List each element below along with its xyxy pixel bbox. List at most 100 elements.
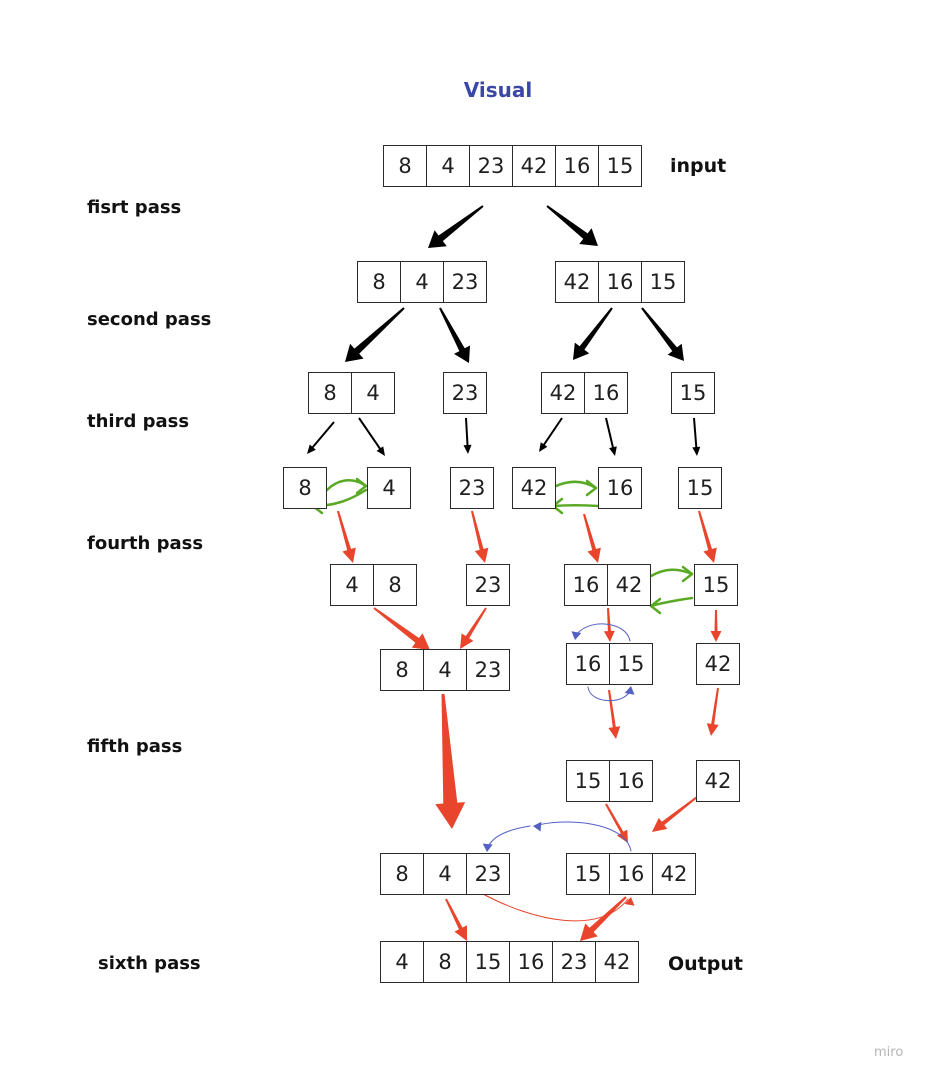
merge-curve-head: [624, 897, 635, 906]
merge-arrow: [698, 510, 717, 563]
array-cell: 4: [367, 467, 411, 509]
split-arrow: [573, 307, 613, 360]
array-cell: 15: [694, 564, 738, 606]
split-arrow: [605, 417, 615, 451]
merge-arrow: [605, 803, 628, 843]
array-cell: 4: [380, 941, 424, 983]
merge-arrow: [471, 510, 489, 563]
array-cell: 16: [509, 941, 553, 983]
array-cell: 23: [466, 853, 510, 895]
blue-swap-arrow: [534, 821, 632, 852]
array-cell: 4: [330, 564, 374, 606]
array-cell: 8: [373, 564, 417, 606]
array-cell: 4: [423, 649, 467, 691]
array-cell: 16: [609, 853, 653, 895]
split-arrow: [465, 417, 469, 449]
array-cell: 23: [443, 372, 487, 414]
output-label: Output: [668, 953, 743, 975]
merge-arrow: [435, 693, 466, 829]
array-cell: 15: [641, 261, 685, 303]
split-arrow-head: [539, 442, 548, 452]
split-arrow: [546, 205, 598, 246]
array-cell: 23: [443, 261, 487, 303]
pass-label-2: second pass: [87, 309, 212, 330]
blue-swap-head: [533, 821, 542, 832]
split-arrow: [541, 417, 563, 449]
array-cell: 15: [671, 372, 715, 414]
pass4-array-15: 15: [694, 564, 738, 606]
merge-arrow: [337, 510, 356, 563]
merge-arrow: [706, 687, 719, 736]
array-cell: 8: [308, 372, 352, 414]
split-arrow-head: [463, 444, 472, 454]
split-arrow: [641, 307, 684, 361]
array-cell: 42: [652, 853, 696, 895]
array-cell: 23: [469, 145, 513, 187]
blue-swap-head: [482, 843, 493, 852]
array-cell: 42: [555, 261, 599, 303]
array-cell: 23: [552, 941, 596, 983]
pass3-box-15: 15: [678, 467, 722, 509]
pass3-box-42: 42: [512, 467, 556, 509]
pass3-box-8: 8: [283, 467, 327, 509]
pass4-array-23: 23: [466, 564, 510, 606]
array-cell: 8: [283, 467, 327, 509]
array-cell: 16: [609, 760, 653, 802]
array-cell: 42: [696, 760, 740, 802]
split-arrow-head: [692, 446, 701, 456]
array-cell: 15: [598, 145, 642, 187]
array-cell: 23: [466, 649, 510, 691]
blue-swap-arrow: [574, 623, 631, 642]
array-cell: 42: [512, 467, 556, 509]
merge-arrow: [580, 896, 627, 941]
array-cell: 8: [357, 261, 401, 303]
pass2-array-b: 23: [443, 372, 487, 414]
pass-label-4: fourth pass: [87, 533, 204, 554]
merge-curve: [480, 892, 629, 922]
array-cell: 42: [696, 643, 740, 685]
array-cell: 15: [609, 643, 653, 685]
merge-arrow: [710, 610, 722, 642]
pass-label-6: sixth pass: [98, 953, 201, 974]
swap-arrow-head: [585, 479, 598, 497]
split-arrow: [693, 417, 698, 451]
array-cell: 15: [678, 467, 722, 509]
array-cell: 15: [566, 853, 610, 895]
array-cell: 15: [566, 760, 610, 802]
array-cell: 8: [380, 649, 424, 691]
merge-arrow: [652, 796, 698, 832]
array-cell: 16: [566, 643, 610, 685]
array-cell: 4: [426, 145, 470, 187]
merge-arrow: [608, 689, 621, 739]
merge-arrow: [460, 607, 487, 649]
array-cell: 4: [400, 261, 444, 303]
swap-arrow: [649, 596, 694, 608]
pass5-array-42: 42: [696, 760, 740, 802]
swap-arrow-head: [649, 597, 662, 615]
array-cell: 23: [450, 467, 494, 509]
split-arrow: [358, 417, 383, 453]
swap-arrow: [551, 504, 600, 508]
array-cell: 42: [595, 941, 639, 983]
array-cell: 4: [351, 372, 395, 414]
array-cell: 16: [555, 145, 599, 187]
miro-watermark: miro: [874, 1045, 904, 1060]
pass-label-1: fisrt pass: [87, 197, 182, 218]
blue-swap-head: [624, 686, 635, 695]
array-cell: 8: [380, 853, 424, 895]
split-arrow: [439, 307, 470, 363]
pass4-merged-42: 42: [696, 643, 740, 685]
split-arrow: [345, 307, 405, 362]
split-arrow-head: [609, 446, 617, 456]
array-cell: 23: [466, 564, 510, 606]
